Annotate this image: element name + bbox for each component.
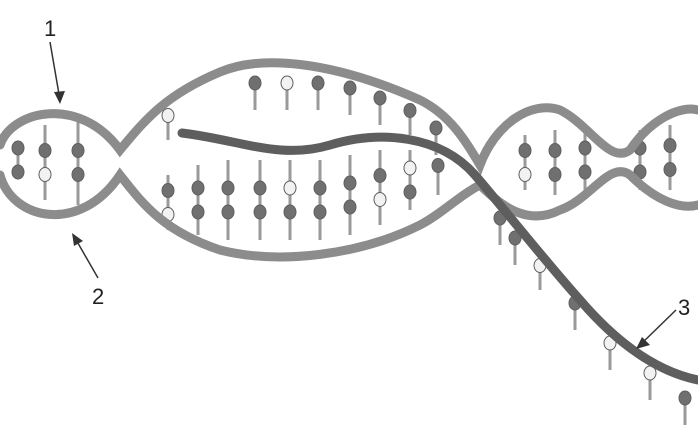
base-pair bbox=[344, 81, 356, 115]
nucleotide-base bbox=[549, 144, 561, 158]
nucleotide-base bbox=[579, 165, 591, 179]
nucleotide-base bbox=[249, 76, 261, 90]
nucleotide-base bbox=[312, 76, 324, 90]
nucleotide-base bbox=[12, 165, 24, 179]
base-pair bbox=[39, 125, 51, 200]
base-pair bbox=[644, 366, 656, 400]
base-pair bbox=[579, 130, 591, 190]
callout-2: 2 bbox=[72, 233, 104, 309]
base-pair bbox=[312, 76, 324, 110]
nucleotide-base bbox=[404, 161, 416, 175]
arrow-head-1 bbox=[54, 91, 65, 104]
nucleotide-base bbox=[374, 91, 386, 105]
nucleotide-base bbox=[314, 181, 326, 195]
callout-3: 3 bbox=[636, 295, 690, 349]
arrow-head-2 bbox=[72, 233, 83, 246]
base-pair bbox=[404, 104, 416, 136]
nucleotide-base bbox=[39, 168, 51, 182]
nucleotide-base bbox=[72, 168, 84, 182]
nucleotide-base bbox=[664, 139, 676, 153]
arrow-head-3 bbox=[636, 337, 650, 349]
base-pair bbox=[192, 165, 204, 235]
base-pair bbox=[162, 109, 174, 141]
nucleotide-base bbox=[579, 141, 591, 155]
nucleotide-base bbox=[519, 168, 531, 182]
label-2: 2 bbox=[92, 284, 104, 309]
nucleotide-base bbox=[254, 181, 266, 195]
base-pair bbox=[664, 125, 676, 190]
nucleotide-base bbox=[192, 181, 204, 195]
nucleotide-base bbox=[72, 144, 84, 158]
nucleotide-base bbox=[430, 121, 442, 135]
base-pair bbox=[374, 91, 386, 125]
nucleotide-base bbox=[192, 205, 204, 219]
base-pair bbox=[374, 150, 386, 225]
callout-1: 1 bbox=[44, 16, 65, 104]
nucleotide-base bbox=[344, 81, 356, 95]
nucleotide-base bbox=[519, 144, 531, 158]
base-pair bbox=[72, 120, 84, 205]
nucleotide-base bbox=[254, 205, 266, 219]
base-pair bbox=[509, 231, 521, 265]
base-pair bbox=[249, 76, 261, 110]
base-pair bbox=[344, 155, 356, 235]
nucleotide-base bbox=[314, 205, 326, 219]
nucleotide-base bbox=[281, 76, 293, 90]
nucleotide-base bbox=[222, 205, 234, 219]
nucleotide-base bbox=[549, 168, 561, 182]
nucleotide-base bbox=[404, 104, 416, 118]
nucleotide-base bbox=[374, 169, 386, 183]
nucleotide-base bbox=[12, 141, 24, 155]
nucleotide-base bbox=[284, 181, 296, 195]
base-pair bbox=[222, 160, 234, 240]
base-pair bbox=[254, 160, 266, 240]
nucleotide-base bbox=[284, 205, 296, 219]
nucleotide-base bbox=[679, 391, 691, 405]
nucleotide-base bbox=[162, 109, 174, 123]
nucleotide-base bbox=[374, 193, 386, 207]
base-pair bbox=[549, 130, 561, 195]
label-1: 1 bbox=[44, 16, 56, 41]
base-pair bbox=[314, 160, 326, 240]
nucleotide-base bbox=[432, 159, 444, 173]
nucleotide-base bbox=[404, 185, 416, 199]
base-pair bbox=[404, 150, 416, 210]
nucleotide-base bbox=[39, 144, 51, 158]
nucleotide-base bbox=[344, 176, 356, 190]
base-pair bbox=[604, 336, 616, 370]
nucleotide-base bbox=[162, 184, 174, 198]
base-pair bbox=[281, 76, 293, 110]
base-pair bbox=[12, 141, 24, 179]
label-3: 3 bbox=[678, 295, 690, 320]
base-pair bbox=[432, 159, 444, 196]
nucleotide-base bbox=[344, 200, 356, 214]
base-pair bbox=[679, 391, 691, 425]
base-pair bbox=[519, 135, 531, 190]
nucleotide-base bbox=[222, 181, 234, 195]
nucleotide-base bbox=[664, 163, 676, 177]
base-pair bbox=[284, 160, 296, 240]
